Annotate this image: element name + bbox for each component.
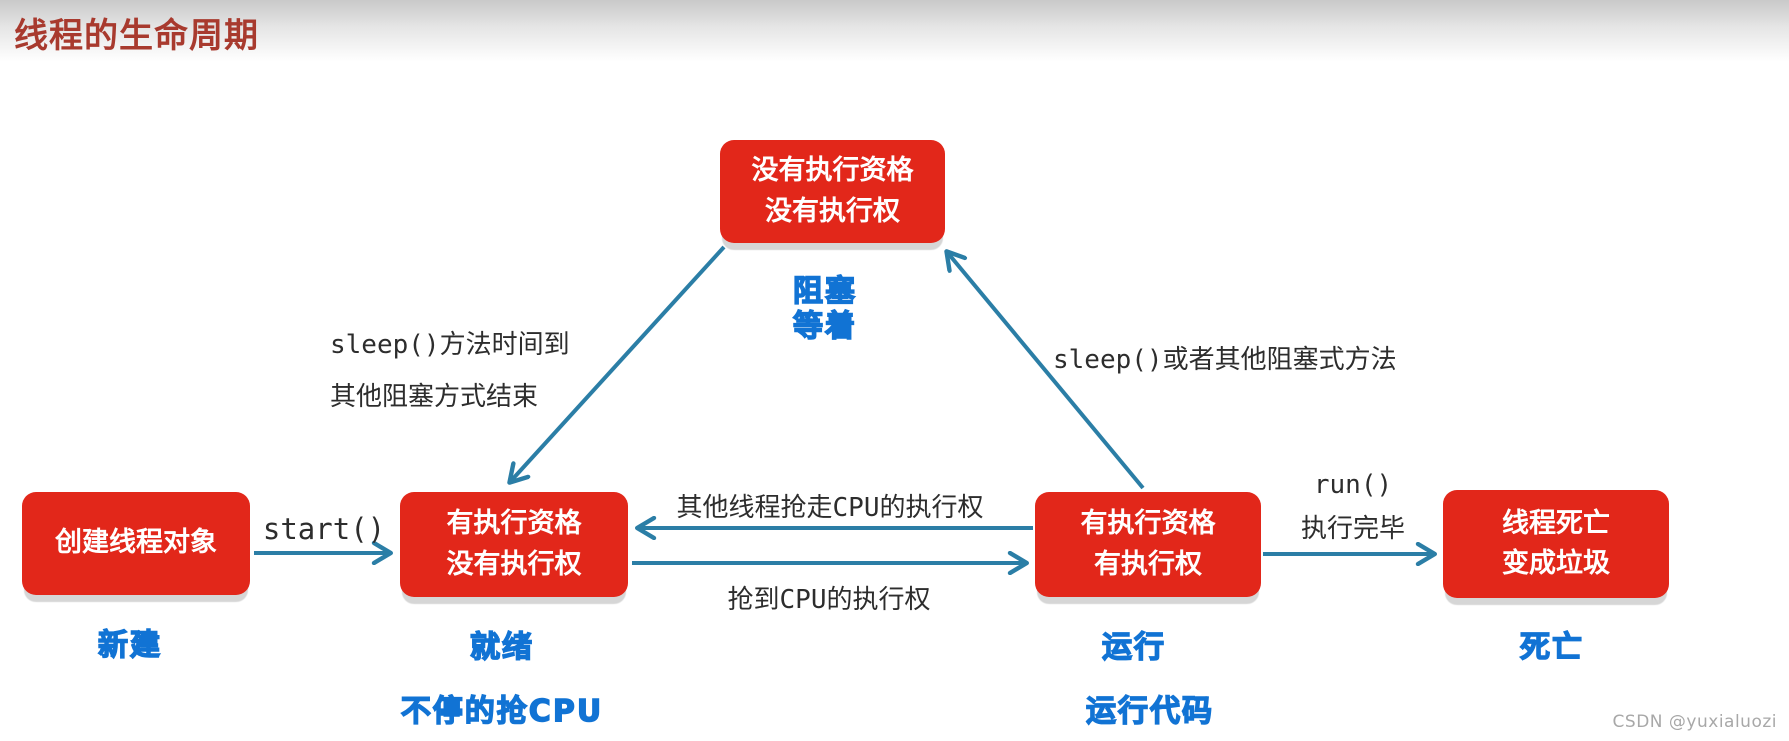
edge-gain-label: 抢到CPU的执行权: [727, 585, 931, 615]
node-new: 创建线程对象: [22, 492, 250, 595]
node-ready-line1: 有执行资格: [446, 508, 582, 539]
node-ready: 有执行资格 没有执行权: [400, 492, 628, 597]
edge-finish-label-line1: run(): [1313, 470, 1393, 500]
state-label-blocked: 阻塞: [792, 273, 857, 309]
node-blocked-line1: 没有执行资格: [751, 155, 914, 186]
state-label-waiting: 等着: [792, 308, 857, 344]
state-label-new: 新建: [97, 627, 162, 663]
state-label-dead: 死亡: [1519, 629, 1584, 665]
state-label-running: 运行: [1101, 629, 1166, 665]
node-running-line2: 有执行权: [1094, 548, 1202, 580]
node-blocked-line2: 没有执行权: [765, 195, 900, 227]
edge-block-label: sleep()或者其他阻塞式方法: [1053, 345, 1397, 375]
node-ready-line2: 没有执行权: [446, 548, 582, 580]
node-blocked: 没有执行资格 没有执行权: [720, 140, 945, 243]
edge-wake-label-line2: 其他阻塞方式结束: [330, 382, 539, 412]
node-running: 有执行资格 有执行权: [1035, 492, 1261, 597]
edge-wake-label-line1: sleep()方法时间到: [330, 330, 570, 360]
edge-lose-label: 其他线程抢走CPU的执行权: [676, 493, 984, 523]
header-gradient: [0, 0, 1789, 62]
node-new-line1: 创建线程对象: [55, 527, 217, 559]
state-label-ready: 就绪: [469, 629, 534, 665]
node-dead-line1: 线程死亡: [1502, 507, 1610, 539]
page-title: 线程的生命周期: [14, 16, 259, 56]
csdn-watermark: CSDN @yuxialuozi: [1612, 712, 1777, 732]
node-dead: 线程死亡 变成垃圾: [1443, 490, 1669, 598]
edge-wake-arrow: [510, 245, 726, 482]
edge-start-label: start(): [262, 512, 386, 546]
edge-finish-label-line2: 执行完毕: [1300, 514, 1406, 544]
state-label-running-note: 运行代码: [1085, 693, 1214, 729]
node-running-line1: 有执行资格: [1080, 508, 1216, 539]
node-dead-line2: 变成垃圾: [1502, 548, 1610, 579]
state-label-ready-note: 不停的抢CPU: [400, 693, 604, 729]
